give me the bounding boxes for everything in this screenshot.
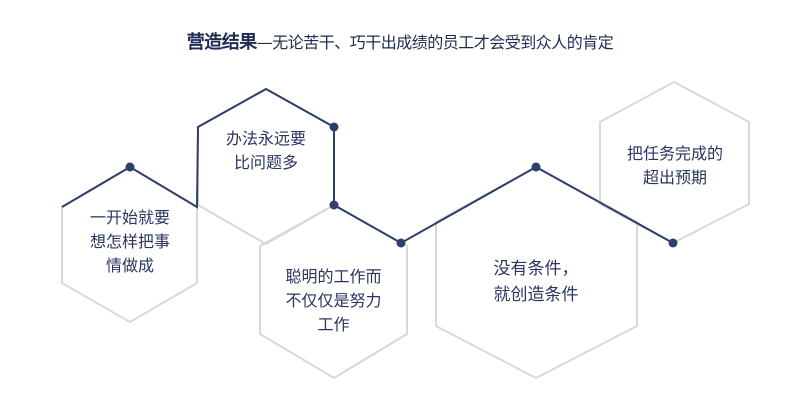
hexagon-3-outline [259, 203, 408, 380]
title-rest: —无论苦干、巧干出成绩的员工才会受到众人的肯定 [256, 33, 614, 52]
node-dot-icon [668, 238, 678, 248]
node-dot-icon [329, 122, 339, 132]
page-title: 营造结果—无论苦干、巧干出成绩的员工才会受到众人的肯定 [0, 28, 800, 54]
title-bold: 营造结果 [186, 32, 258, 53]
node-dot-icon [396, 238, 406, 248]
hexagon-2-label: 办法永远要 比问题多 [225, 129, 306, 172]
hexagon-3-label: 聪明的工作而 不仅仅是努力 工作 [285, 267, 382, 334]
hexagon-5-label: 把任务完成的 超出预期 [626, 144, 723, 187]
node-dot-icon [531, 162, 541, 172]
hexagon-4-label: 没有条件， 就创造条件 [493, 259, 579, 305]
node-dot-icon [125, 162, 135, 172]
progress-path-line [61, 87, 674, 245]
node-dot-icon [329, 200, 339, 210]
hexagon-1-label: 一开始就要 想怎样把事 情做成 [89, 208, 170, 275]
